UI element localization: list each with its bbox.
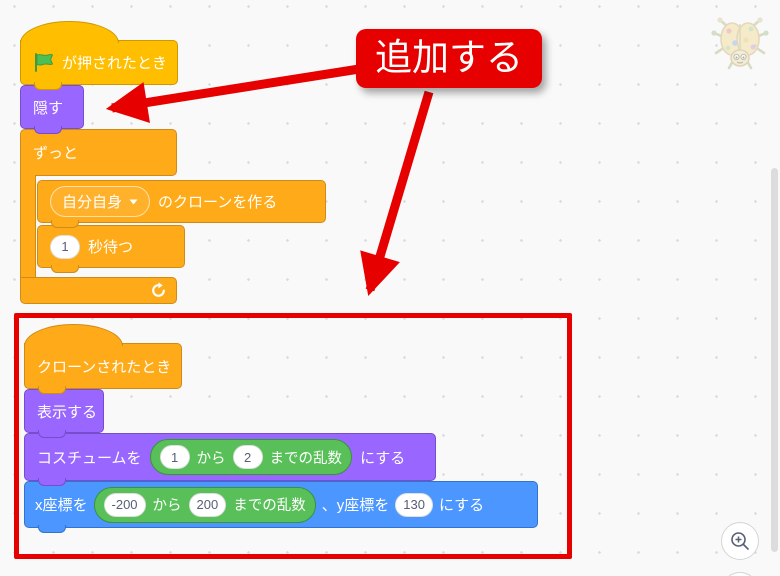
random-to-input[interactable]: 2	[232, 445, 263, 469]
set-y-mid: 、y座標を	[321, 497, 390, 514]
hat-dome	[24, 324, 123, 346]
block-tab	[38, 525, 66, 533]
wait-block[interactable]: 1 秒待つ	[37, 225, 185, 273]
set-xy-suffix: にする	[438, 497, 485, 514]
zoom-in-button[interactable]	[721, 522, 759, 560]
block-tab	[34, 82, 62, 90]
arrow-to-clone-script	[360, 90, 434, 296]
hat-dome	[20, 21, 119, 43]
clone-target-value: 自分自身	[62, 194, 123, 211]
beetle-sprite-watermark	[710, 13, 770, 76]
zoom-out-button[interactable]	[721, 572, 759, 576]
vertical-scrollbar[interactable]	[771, 168, 778, 552]
random-label: までの乱数	[269, 450, 343, 467]
set-xy-block[interactable]: x座標を -200 から 200 までの乱数 、y座標を 130 にする	[24, 481, 538, 533]
block-tab	[38, 386, 66, 394]
y-value-input[interactable]: 130	[395, 492, 433, 517]
pick-random-block[interactable]: 1 から 2 までの乱数	[149, 439, 353, 475]
random-between-label: から	[196, 450, 226, 467]
random-between-label: から	[152, 498, 182, 514]
wait-seconds-input[interactable]: 1	[50, 234, 80, 259]
set-x-prefix: x座標を	[35, 497, 88, 514]
show-label: 表示する	[37, 403, 98, 421]
block-tab	[38, 478, 66, 486]
random-from-input[interactable]: -200	[103, 492, 146, 517]
block-tab	[38, 430, 66, 438]
wait-label: 秒待つ	[88, 239, 134, 256]
green-flag-icon	[33, 53, 54, 72]
random-from-input[interactable]: 1	[159, 445, 190, 469]
random-to-input[interactable]: 200	[188, 492, 227, 517]
zoom-in-magnifier-icon	[729, 530, 751, 552]
create-clone-block[interactable]: 自分自身 のクローンを作る	[37, 180, 326, 228]
loop-arrow-icon	[150, 282, 167, 299]
forever-block[interactable]: ずっと 自分自身 のクローンを作る 1 秒待つ	[20, 129, 350, 304]
forever-spine	[20, 175, 36, 278]
switch-costume-block[interactable]: コスチュームを 1 から 2 までの乱数 にする	[24, 433, 436, 486]
forever-label: ずっと	[33, 145, 79, 162]
block-tab	[51, 265, 79, 273]
create-clone-label: のクローンを作る	[158, 194, 278, 211]
clone-target-dropdown[interactable]: 自分自身	[50, 186, 151, 217]
random-label: までの乱数	[233, 498, 306, 514]
forever-top-bar: ずっと	[20, 129, 177, 176]
switch-costume-suffix: にする	[360, 449, 406, 467]
switch-costume-prefix: コスチュームを	[37, 449, 142, 467]
when-flag-clicked-label: が押されたとき	[62, 55, 168, 72]
pick-random-block[interactable]: -200 から 200 までの乱数	[93, 486, 316, 523]
hide-block[interactable]: 隠す	[20, 85, 84, 134]
when-cloned-block[interactable]: クローンされたとき	[24, 324, 182, 394]
hide-label: 隠す	[33, 99, 64, 117]
forever-bottom-bar	[20, 277, 177, 304]
show-block[interactable]: 表示する	[24, 389, 104, 438]
when-flag-clicked-block[interactable]: が押されたとき	[20, 21, 178, 90]
when-cloned-label: クローンされたとき	[37, 358, 172, 376]
block-tab	[51, 220, 79, 228]
block-tab	[34, 126, 62, 134]
annotation-label: 追加する	[356, 29, 542, 88]
chevron-down-icon	[129, 199, 138, 205]
